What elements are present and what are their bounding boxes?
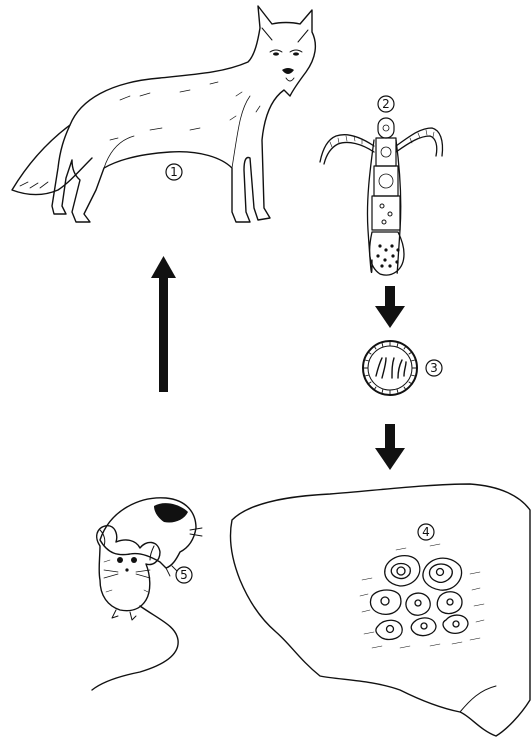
svg-text:5: 5 bbox=[180, 568, 188, 582]
liver-illustration bbox=[230, 484, 530, 736]
rodents-illustration bbox=[92, 498, 202, 690]
tapeworm-illustration bbox=[320, 118, 443, 275]
stage-marker-5: 5 bbox=[176, 567, 192, 583]
stage-marker-2: 2 bbox=[378, 96, 394, 112]
stage-marker-4: 4 bbox=[418, 524, 434, 540]
egg-illustration bbox=[363, 341, 417, 395]
stage-marker-3: 3 bbox=[426, 360, 442, 376]
svg-text:3: 3 bbox=[430, 361, 438, 375]
arrow-5-to-1 bbox=[151, 256, 176, 392]
svg-text:2: 2 bbox=[382, 97, 390, 111]
arrow-2-to-3 bbox=[375, 286, 405, 328]
arrow-3-to-4 bbox=[375, 424, 405, 470]
fox-illustration bbox=[12, 6, 315, 222]
stage-marker-1: 1 bbox=[166, 164, 182, 180]
svg-text:1: 1 bbox=[170, 165, 178, 179]
svg-text:4: 4 bbox=[422, 525, 430, 539]
